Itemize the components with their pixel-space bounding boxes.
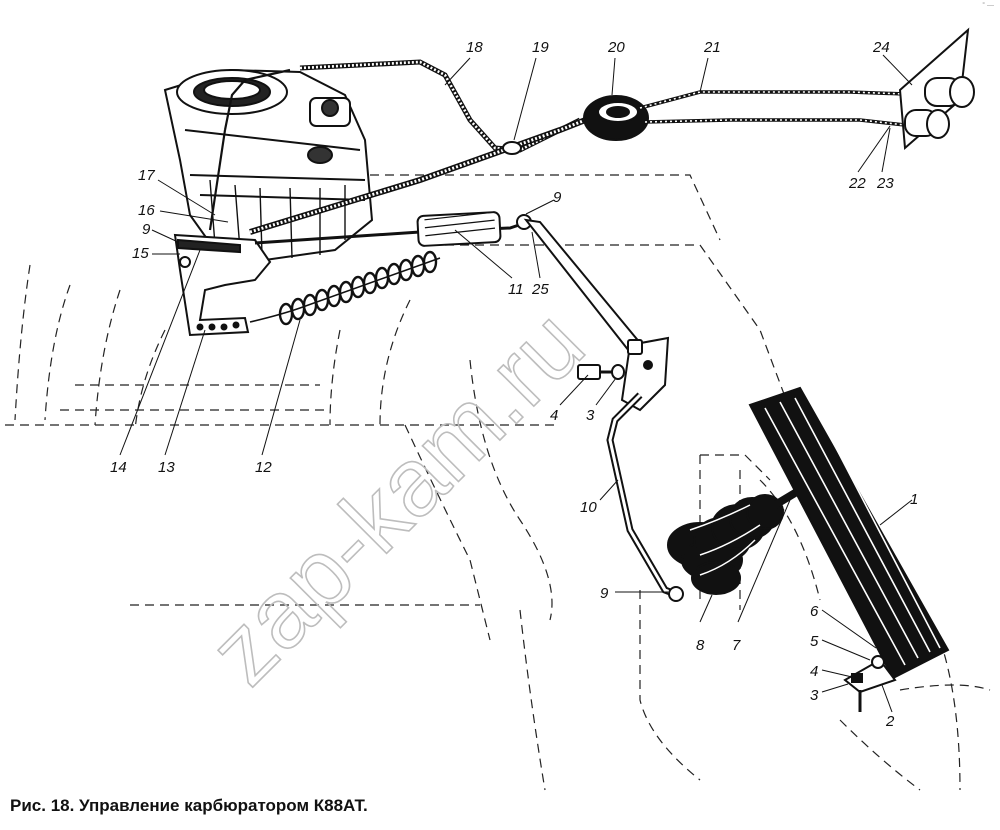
callout-22: 22 (848, 175, 866, 192)
callout-3-upper: 3 (586, 407, 595, 424)
callout-7: 7 (732, 637, 741, 654)
callout-4-lower: 4 (810, 663, 818, 680)
figure-caption: Рис. 18. Управление карбюратором К88АТ. (10, 796, 368, 815)
throttle-lever-bracket (173, 233, 272, 337)
callout-10: 10 (580, 499, 597, 516)
control-cables (639, 90, 906, 127)
watermark: zap-kam.ru (189, 290, 604, 705)
callout-2: 2 (885, 713, 895, 730)
callout-6: 6 (810, 603, 819, 620)
callout-9-upper-left: 9 (142, 221, 151, 238)
callout-17: 17 (138, 167, 155, 184)
return-spring (249, 250, 441, 326)
intermediate-lever (523, 218, 670, 412)
callout-16: 16 (138, 202, 155, 219)
callout-11: 11 (508, 281, 524, 298)
callout-24: 24 (872, 39, 890, 56)
callout-14: 14 (110, 459, 127, 476)
callout-19: 19 (532, 39, 549, 56)
pedal-rod (606, 392, 684, 602)
callout-13: 13 (158, 459, 175, 476)
callout-labels: 18 19 20 21 24 22 23 17 16 9 15 9 11 25 … (110, 39, 918, 730)
callout-9-upper-right: 9 (553, 189, 562, 206)
callout-3-lower: 3 (810, 687, 819, 704)
callout-12: 12 (255, 459, 272, 476)
callout-1: 1 (910, 491, 918, 508)
callout-8: 8 (696, 637, 705, 654)
accelerator-pedal (748, 386, 950, 680)
callout-18: 18 (466, 39, 483, 56)
callout-9-lower: 9 (600, 585, 609, 602)
callout-leaders (119, 54, 913, 713)
callout-15: 15 (132, 245, 149, 262)
pedal-hinge (843, 655, 897, 712)
instrument-panel-plate (898, 27, 975, 151)
carburetor (163, 68, 374, 262)
callout-20: 20 (607, 39, 625, 56)
callout-25: 25 (531, 281, 549, 298)
callout-4-upper: 4 (550, 407, 558, 424)
rubber-boot (667, 486, 803, 595)
callout-5: 5 (810, 633, 819, 650)
panel-grommet (583, 95, 649, 141)
callout-21: 21 (703, 39, 721, 56)
cable-grommet (502, 141, 522, 155)
throttle-rod (254, 211, 532, 247)
callout-23: 23 (876, 175, 894, 192)
corner-mark: ° — (982, 2, 994, 9)
